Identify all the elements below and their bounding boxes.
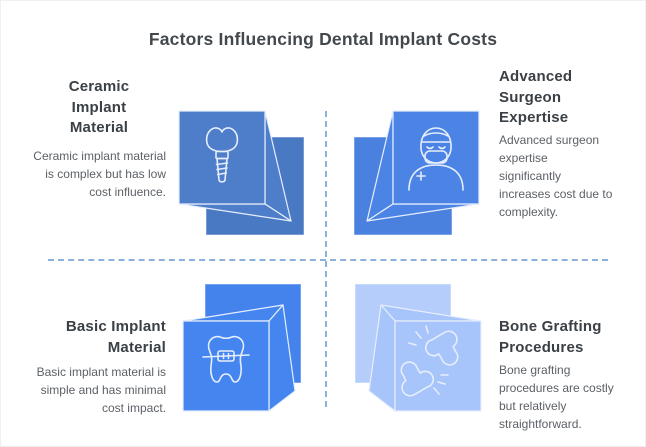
quadrant-heading-ceramic: Ceramic Implant Material xyxy=(68,78,130,137)
quadrant-body-surgeon: Advanced surgeon expertise significantly… xyxy=(499,133,613,219)
dental-implant-icon xyxy=(205,127,239,183)
quadrant-body-basic: Basic implant material is simple and has… xyxy=(36,365,166,415)
braces-tooth-icon xyxy=(202,335,250,383)
bone-graft-cube-illustration xyxy=(354,283,482,412)
page-title: Factors Influencing Dental Implant Costs xyxy=(148,29,498,49)
quadrant-heading-bone: Bone Grafting Procedures xyxy=(499,318,602,356)
bone-graft-icon xyxy=(400,325,459,397)
quadrant-heading-basic: Basic Implant Material xyxy=(65,318,166,356)
ceramic-implant-cube-illustration xyxy=(178,110,305,236)
quadrant-body-ceramic: Ceramic implant material is complex but … xyxy=(33,149,166,199)
horizontal-dashed-divider xyxy=(48,259,608,261)
quadrant-heading-surgeon: Advanced Surgeon Expertise xyxy=(499,68,573,127)
quadrant-body-bone: Bone grafting procedures are costly but … xyxy=(499,363,614,431)
basic-implant-cube-illustration xyxy=(182,283,302,412)
surgeon-icon xyxy=(408,127,464,191)
surgeon-cube-illustration xyxy=(353,110,480,236)
